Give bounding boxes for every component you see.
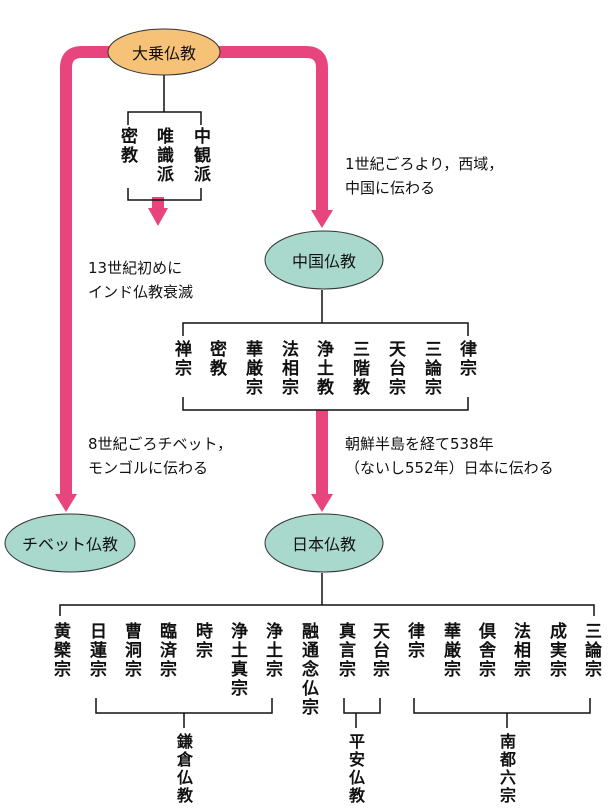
india-school: 唯識派	[153, 127, 173, 184]
china-school: 禅宗	[171, 340, 191, 378]
japan-school-kamakura: 黄檗宗	[50, 622, 70, 679]
bracket-japan-top	[59, 604, 595, 616]
bracket-heian	[343, 698, 381, 714]
arrowhead-china	[311, 210, 333, 228]
japan-school-kamakura: 曹洞宗	[121, 622, 141, 679]
note-line: 13世紀初めに	[88, 259, 183, 277]
japan-school-yuzu: 融通念仏宗	[298, 622, 318, 717]
path-to-china	[218, 46, 328, 213]
node-china: 中国仏教	[291, 252, 356, 271]
japan-school-kamakura: 時宗	[192, 622, 212, 660]
ellipse-tibet	[4, 513, 136, 573]
bracket-india-top	[127, 111, 202, 125]
note-line: 朝鮮半島を経て538年	[345, 435, 494, 453]
note-line: 中国に伝わる	[345, 179, 436, 197]
note-to-tibet: 8世紀ごろチベット， モンゴルに伝わる	[88, 432, 232, 480]
china-school: 浄土教	[313, 340, 333, 397]
china-school: 三階教	[349, 340, 369, 397]
node-japan: 日本仏教	[291, 535, 356, 554]
group-nanto: 南都六宗	[497, 733, 516, 805]
bracket-india-bottom	[127, 188, 202, 201]
japan-school-nanto: 律宗	[404, 622, 424, 660]
india-school: 密教	[117, 127, 137, 165]
note-line: 1世紀ごろより，西域，	[345, 155, 504, 173]
bracket-kamakura	[95, 698, 273, 714]
japan-school-kamakura: 浄土真宗	[227, 622, 247, 698]
group-heian: 平安仏教	[346, 733, 365, 805]
japan-school-kamakura: 浄土宗	[262, 622, 282, 679]
japan-school-nanto: 華厳宗	[440, 622, 460, 679]
china-school: 華厳宗	[242, 340, 262, 397]
bracket-china-bottom	[182, 397, 469, 411]
china-school: 三論宗	[421, 340, 441, 397]
china-school: 密教	[206, 340, 226, 378]
india-school: 中観派	[190, 127, 210, 184]
ellipse-japan	[264, 513, 384, 573]
arrowhead-japan	[311, 494, 333, 512]
japan-school-nanto: 成実宗	[546, 622, 566, 679]
japan-school-nanto: 三論宗	[581, 622, 601, 679]
japan-school-nanto: 法相宗	[510, 622, 530, 679]
bracket-china-top	[182, 322, 469, 336]
note-india-decline: 13世紀初めに インド仏教衰滅	[88, 256, 193, 304]
china-school: 律宗	[456, 340, 476, 378]
china-school: 天台宗	[385, 340, 405, 397]
note-line: （ないし552年）日本に伝わる	[345, 459, 554, 477]
note-to-china: 1世紀ごろより，西域， 中国に伝わる	[345, 152, 503, 200]
note-line: モンゴルに伝わる	[88, 459, 209, 477]
japan-school-kamakura: 日蓮宗	[86, 622, 106, 679]
japan-school-kamakura: 臨済宗	[156, 622, 176, 679]
japan-school-nanto: 倶舎宗	[475, 622, 495, 679]
path-to-tibet	[60, 46, 110, 497]
ellipse-mahayana	[107, 28, 221, 76]
japan-school-heian: 天台宗	[369, 622, 389, 679]
note-to-japan: 朝鮮半島を経て538年 （ないし552年）日本に伝わる	[345, 432, 554, 480]
note-line: 8世紀ごろチベット，	[88, 435, 233, 453]
arrowhead-india-decline	[148, 208, 168, 226]
group-kamakura: 鎌倉仏教	[174, 733, 193, 805]
node-tibet: チベット仏教	[21, 535, 118, 554]
node-mahayana: 大乗仏教	[131, 44, 196, 63]
arrowhead-tibet	[55, 494, 77, 512]
japan-school-heian: 真言宗	[335, 622, 355, 679]
china-school: 法相宗	[278, 340, 298, 397]
note-line: インド仏教衰滅	[88, 283, 194, 301]
bracket-nanto	[413, 698, 591, 714]
ellipse-china	[264, 230, 384, 290]
